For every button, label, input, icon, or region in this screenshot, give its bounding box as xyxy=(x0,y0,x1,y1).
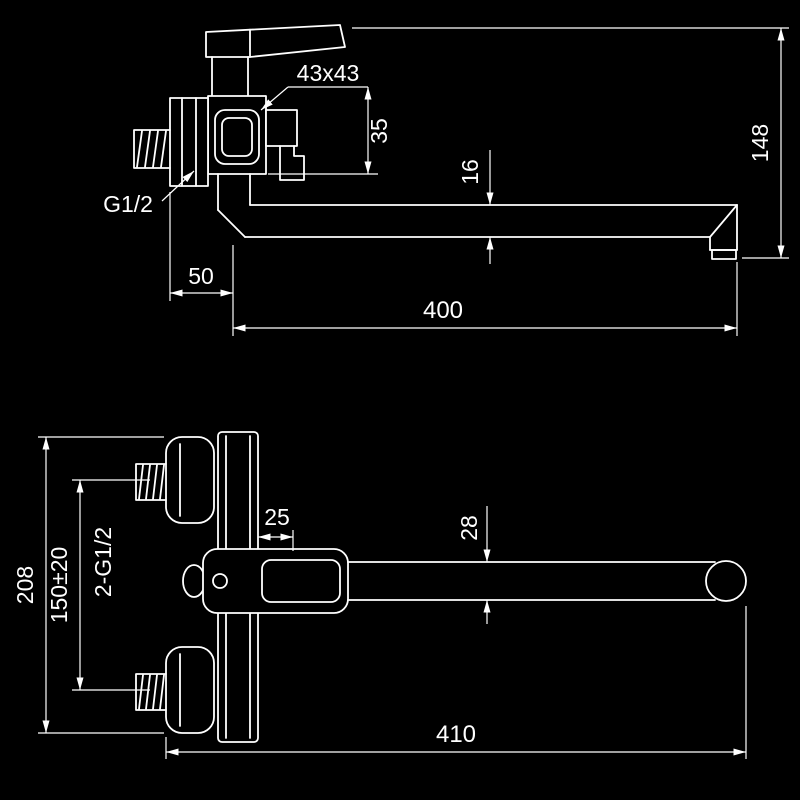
mixer-body-front xyxy=(182,548,349,614)
flange-outline xyxy=(165,646,215,734)
leader-line xyxy=(161,170,195,202)
dim-label-cartridge-size: 43x43 xyxy=(297,60,360,86)
dim-label-overall-length: 410 xyxy=(436,721,476,748)
dim-body-offset-25: 25 xyxy=(258,504,294,551)
mount-nut xyxy=(169,97,209,187)
body-outline xyxy=(202,548,349,614)
flange-outline xyxy=(165,436,215,524)
front-view xyxy=(135,431,747,743)
thread-hatch-lines xyxy=(138,674,165,710)
spout-end-miter xyxy=(709,204,738,238)
dim-spout-width-28: 28 xyxy=(456,506,491,624)
thread-size-label: G1/2 xyxy=(103,191,153,217)
dim-inlet-spacing-150: 150±20 xyxy=(46,479,150,691)
cartridge-dot xyxy=(212,573,228,589)
inlet-thread xyxy=(133,129,171,169)
thread-pipe-outline xyxy=(135,463,167,501)
body-window xyxy=(261,559,341,603)
handle-lever xyxy=(205,24,346,97)
inlet-connector-bottom xyxy=(135,646,215,734)
thread-hatch-lines xyxy=(138,464,165,500)
inlet-connections-label: 2-G1/2 xyxy=(90,527,116,597)
dim-label-spout-reach: 400 xyxy=(423,297,463,324)
dim-label-overall-height-side: 148 xyxy=(747,124,773,162)
mixer-body xyxy=(207,95,267,175)
thread-pipe-outline xyxy=(135,673,167,711)
side-view xyxy=(133,24,738,260)
spout-chamfer xyxy=(217,209,246,238)
handle-outline xyxy=(205,24,346,58)
dim-overall-height-208: 208 xyxy=(12,436,164,734)
spout-rounded-end xyxy=(705,560,747,602)
dim-label-body-height: 35 xyxy=(366,118,392,144)
left-cap xyxy=(182,564,206,598)
dim-wall-offset-50: 50 xyxy=(169,192,234,336)
dim-label-inlet-spacing: 150±20 xyxy=(46,547,72,624)
label-inlet-thread: G1/2 xyxy=(103,170,195,217)
dim-label-spout-height: 16 xyxy=(457,159,483,185)
dim-label-spout-width: 28 xyxy=(456,515,482,541)
dim-spout-reach-400: 400 xyxy=(233,262,738,336)
dim-overall-height-148: 148 xyxy=(352,27,789,259)
thread-pipe-outline xyxy=(133,129,171,169)
dim-overall-length-410: 410 xyxy=(165,606,747,759)
cartridge-inner xyxy=(221,117,253,157)
shower-hook xyxy=(265,109,305,181)
dim-label-wall-offset: 50 xyxy=(188,263,214,289)
aerator xyxy=(711,249,737,260)
dim-cartridge-size: 43x43 xyxy=(260,60,368,111)
inlet-connector-top xyxy=(135,436,215,524)
dim-label-overall-height-front: 208 xyxy=(12,566,38,604)
hook-base xyxy=(265,109,298,147)
leader-line xyxy=(260,86,289,111)
nut-outline xyxy=(169,97,209,187)
dim-label-body-offset: 25 xyxy=(264,504,290,530)
spout-side xyxy=(217,173,738,260)
label-inlet-connections: 2-G1/2 xyxy=(90,527,116,597)
thread-hatch-lines xyxy=(136,130,167,168)
spout-front xyxy=(347,560,747,602)
dim-spout-height-16: 16 xyxy=(457,150,494,264)
dim-body-height-35: 35 xyxy=(268,87,392,175)
